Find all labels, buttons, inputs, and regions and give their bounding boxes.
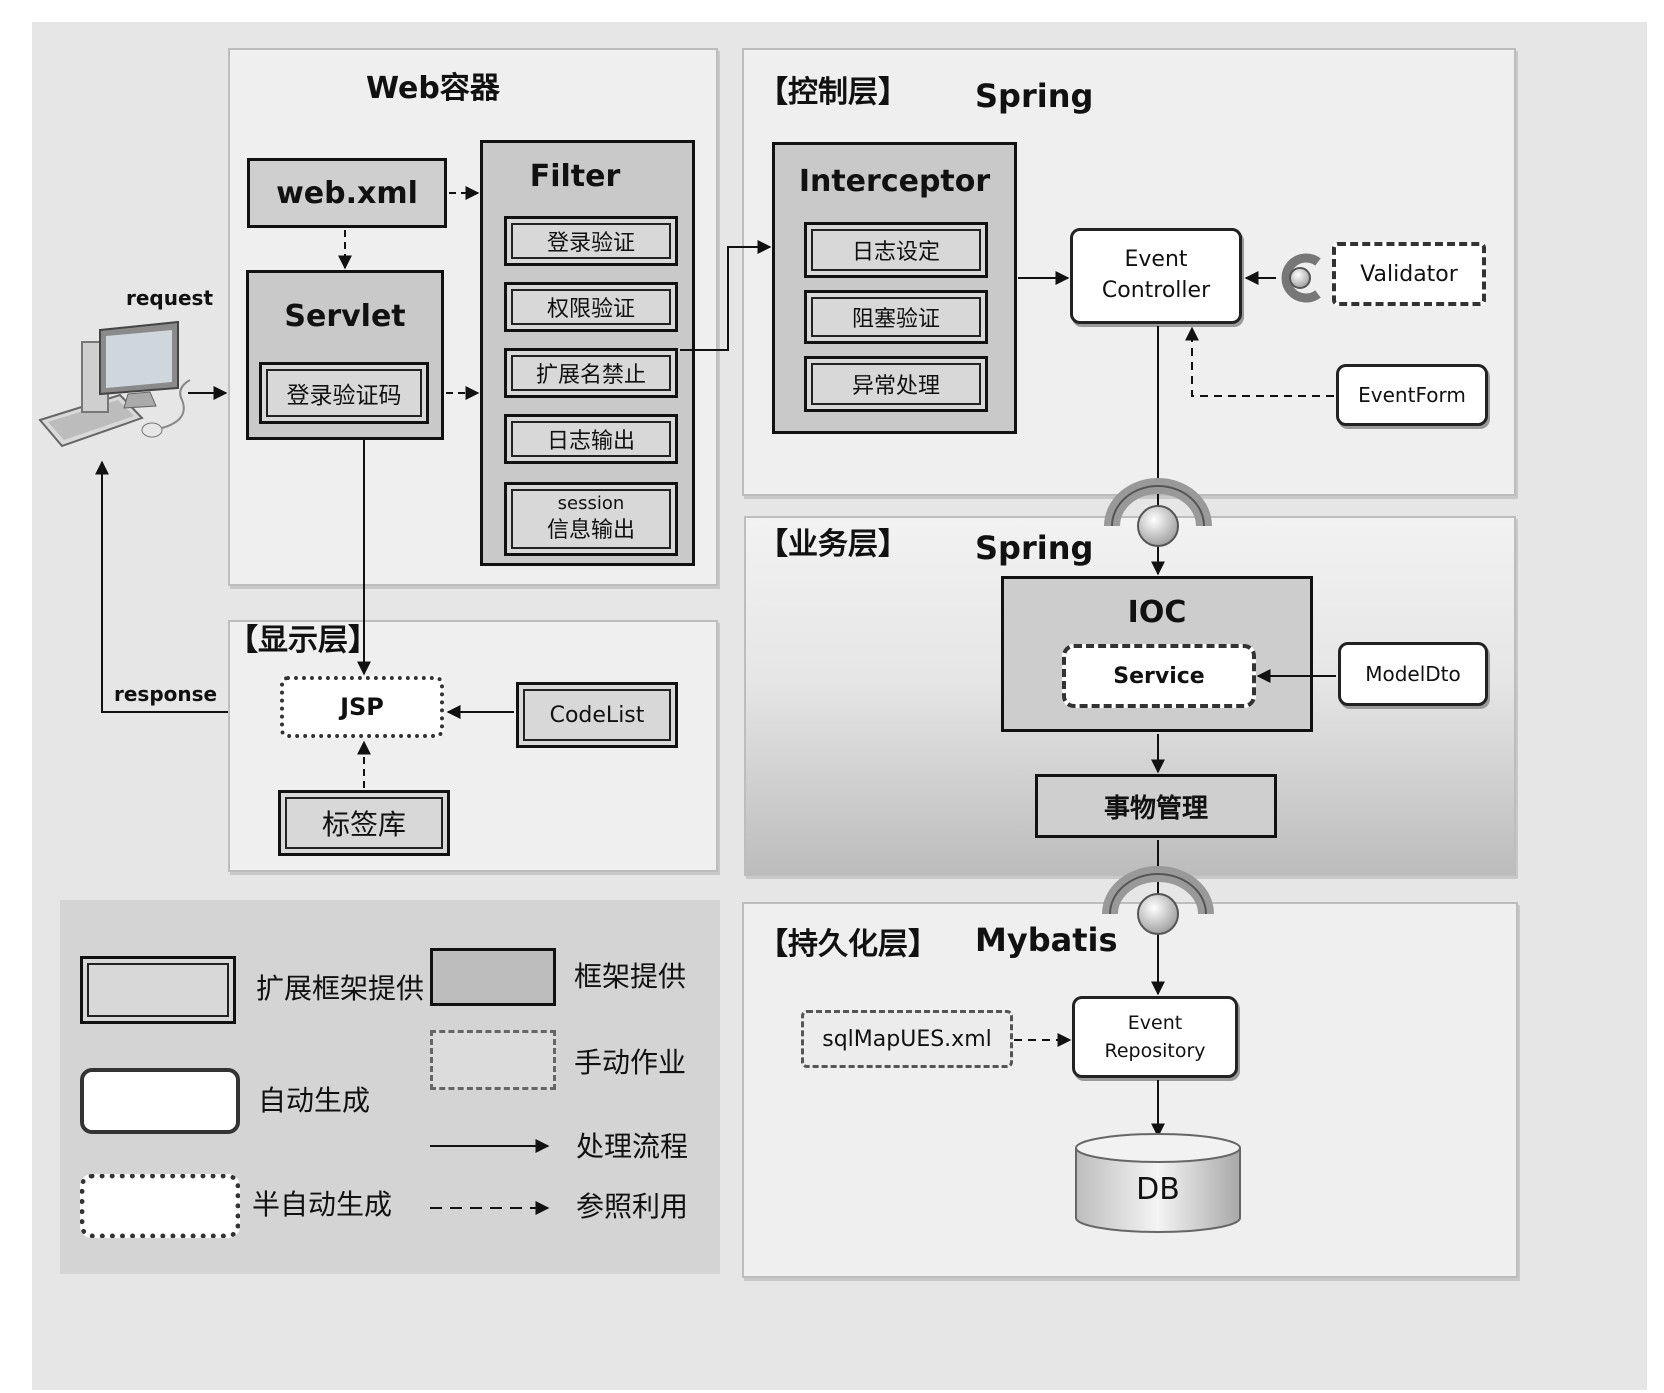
session-info-label: 信息输出	[546, 518, 635, 544]
interceptor-item-label: 阻塞验证	[851, 307, 940, 332]
sqlmap-label: sqlMapUES.xml	[822, 1026, 992, 1052]
model-dto-label: ModelDto	[1365, 662, 1461, 686]
legend-manual-swatch	[430, 1030, 556, 1090]
event-repository-label-1: Event	[1127, 1011, 1183, 1034]
filter-title: Filter	[529, 159, 621, 194]
validator-label: Validator	[1360, 261, 1458, 287]
computer-icon	[38, 320, 191, 448]
session-label: session	[557, 493, 625, 514]
jsp-label: JSP	[340, 693, 384, 721]
web-xml-box: web.xml	[247, 158, 447, 228]
servlet-item-label: 登录验证码	[286, 383, 402, 409]
legend-ext-framework-swatch	[80, 956, 236, 1024]
interceptor-item-label: 异常处理	[851, 374, 940, 399]
legend-process-flow-label: 处理流程	[576, 1130, 689, 1163]
interceptor-item-block: 阻塞验证	[804, 290, 988, 344]
database-icon	[1075, 1133, 1241, 1233]
model-dto-box: ModelDto	[1338, 642, 1488, 706]
filter-item-permission: 权限验证	[504, 282, 678, 332]
event-controller-label-2: Controller	[1101, 278, 1211, 303]
filter-item-label: 扩展名禁止	[535, 363, 646, 388]
interceptor-item-log: 日志设定	[804, 222, 988, 278]
legend-semi-auto-swatch	[80, 1174, 240, 1238]
filter-item-session-output: session 信息输出	[504, 482, 678, 556]
request-label: request	[126, 286, 214, 310]
taglib-box: 标签库	[278, 790, 450, 856]
event-repository-label-2: Repository	[1104, 1040, 1206, 1062]
control-layer-title: 【控制层】	[758, 75, 908, 110]
filter-item-log-output: 日志输出	[504, 414, 678, 464]
interceptor-item-exception: 异常处理	[804, 356, 988, 412]
filter-item-extension-block: 扩展名禁止	[504, 348, 678, 398]
legend-ext-framework-label: 扩展框架提供	[256, 972, 425, 1005]
filter-item-login: 登录验证	[504, 216, 678, 266]
business-layer-framework: Spring	[975, 529, 1094, 567]
response-label: response	[114, 682, 218, 706]
service-box: Service	[1062, 644, 1256, 708]
persistence-layer-title: 【持久化层】	[758, 927, 938, 962]
service-label: Service	[1113, 663, 1205, 689]
validator-connector-icon	[1281, 253, 1321, 303]
legend-framework-swatch	[430, 948, 556, 1006]
legend-manual-label: 手动作业	[574, 1046, 687, 1079]
legend-auto-label: 自动生成	[258, 1084, 371, 1117]
persistence-layer-framework: Mybatis	[975, 921, 1118, 959]
db-label: DB	[1136, 1172, 1180, 1207]
servlet-item-login-captcha: 登录验证码	[259, 362, 429, 424]
event-repository-box: Event Repository	[1072, 996, 1238, 1078]
display-layer-title: 【显示层】	[228, 623, 378, 658]
filter-item-label: 日志输出	[546, 429, 635, 454]
interceptor-item-label: 日志设定	[851, 240, 940, 265]
business-layer-title: 【业务层】	[758, 527, 908, 562]
event-form-label: EventForm	[1358, 383, 1466, 407]
legend-auto-swatch	[80, 1068, 240, 1134]
web-container-title: Web容器	[366, 71, 500, 106]
sqlmap-box: sqlMapUES.xml	[801, 1010, 1013, 1068]
interceptor-title: Interceptor	[798, 164, 991, 199]
event-controller-box: Event Controller	[1070, 228, 1242, 324]
jsp-box: JSP	[280, 676, 444, 738]
transaction-box: 事物管理	[1035, 774, 1277, 838]
business-persistence-connector-icon	[1102, 866, 1214, 935]
control-layer-framework: Spring	[975, 77, 1094, 115]
transaction-label: 事物管理	[1103, 793, 1208, 824]
taglib-label: 标签库	[321, 808, 406, 841]
event-form-box: EventForm	[1336, 364, 1488, 426]
web-xml-label: web.xml	[276, 175, 418, 211]
legend-reference-label: 参照利用	[576, 1190, 689, 1223]
control-business-connector-icon	[1104, 478, 1212, 547]
servlet-title: Servlet	[284, 299, 406, 334]
legend-semi-auto-label: 半自动生成	[252, 1188, 393, 1221]
ioc-title: IOC	[1127, 595, 1187, 630]
codelist-label: CodeList	[549, 702, 645, 728]
codelist-box: CodeList	[516, 682, 678, 748]
filter-item-label: 权限验证	[546, 297, 635, 322]
legend-framework-label: 框架提供	[574, 960, 687, 993]
filter-item-label: 登录验证	[546, 231, 635, 256]
validator-box: Validator	[1332, 242, 1486, 306]
event-controller-label-1: Event	[1124, 247, 1188, 273]
